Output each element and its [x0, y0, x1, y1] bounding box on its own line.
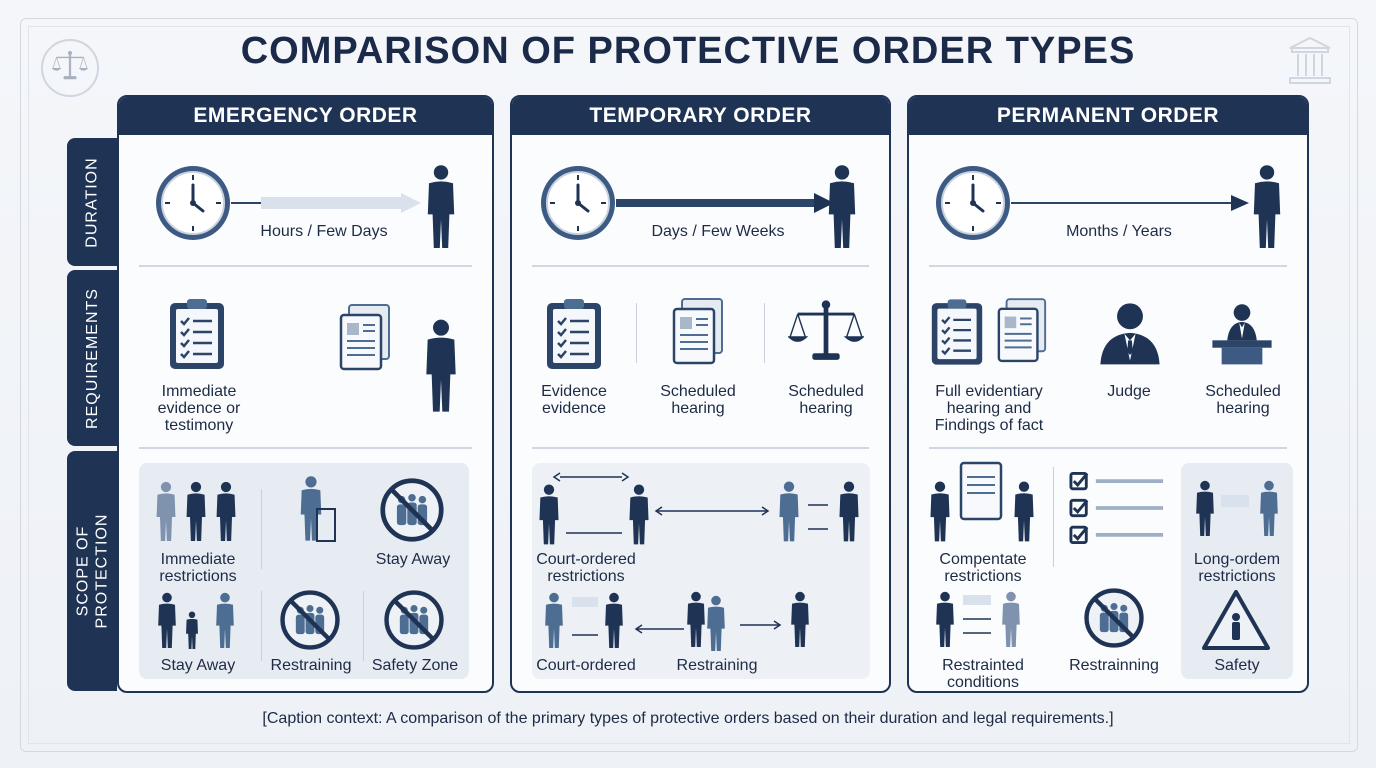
- scope-text-safety-zone: Safety Zone: [371, 657, 459, 674]
- checklist-clipboard-icon: [930, 298, 984, 366]
- divider: [261, 489, 262, 569]
- document-icon: [339, 303, 391, 371]
- courthouse-column-icon: [1289, 36, 1331, 84]
- no-sign-icon: [1083, 587, 1145, 649]
- divider: [929, 447, 1287, 449]
- divider: [764, 303, 765, 363]
- document-icon: [997, 297, 1047, 363]
- scales-of-justice-icon: [788, 299, 864, 361]
- scope-text-compentate-restrictions: Compentate restrictions: [939, 551, 1027, 585]
- clock-icon: [934, 164, 1012, 242]
- people-separated-icon: [539, 472, 649, 545]
- outer-frame: [20, 18, 1358, 752]
- temporary-order-panel: TEMPORARY ORDER Days / Few Weeks Evidenc…: [510, 95, 891, 693]
- podium-icon: [1212, 304, 1272, 365]
- person-reading-icon: [427, 165, 455, 248]
- duration-arrow: [1011, 195, 1249, 211]
- people-court-icon: [545, 592, 623, 648]
- permanent-order-panel: PERMANENT ORDER Months / Years Full evid…: [907, 95, 1309, 693]
- duration-arrow: [231, 193, 421, 213]
- permanent-order-header: PERMANENT ORDER: [909, 97, 1307, 135]
- requirement-text-evidence: Evidence evidence: [541, 383, 607, 417]
- divider: [139, 265, 472, 267]
- person-with-document-icon: [426, 319, 456, 412]
- requirement-text-scheduled-hearing-2: Scheduled hearing: [788, 383, 864, 417]
- scope-text-court-ordered: Court-ordered: [536, 657, 636, 674]
- judge-icon: [1100, 303, 1160, 365]
- scope-background: [532, 463, 870, 679]
- warning-triangle-icon: [1202, 590, 1270, 650]
- people-with-child-icon: [158, 592, 234, 649]
- page-title: COMPARISON OF PROTECTIVE ORDER TYPES: [240, 30, 1136, 72]
- people-with-document-icon: [930, 461, 1034, 542]
- scope-text-restrainning: Restrainning: [1069, 657, 1159, 674]
- divider: [636, 303, 637, 363]
- divider: [1053, 467, 1054, 567]
- inner-frame: [28, 26, 1350, 744]
- temporary-order-header: TEMPORARY ORDER: [512, 97, 889, 135]
- scope-text-court-ordered-restrictions: Court-ordered restrictions: [536, 551, 636, 585]
- row-label-requirements: REQUIREMENTS: [67, 270, 117, 446]
- divider: [261, 591, 262, 661]
- checklist-clipboard-icon: [168, 297, 226, 371]
- scope-text-restraining: Restraining: [676, 657, 758, 674]
- person-with-folder-icon: [828, 165, 856, 248]
- emergency-order-panel: EMERGENCY ORDER Hours / Few Days Immedia…: [117, 95, 494, 693]
- scope-text-stay-away: Stay Away: [375, 551, 451, 568]
- clock-icon: [539, 164, 617, 242]
- caption: [Caption context: A comparison of the pr…: [262, 710, 1114, 727]
- no-restraining-sign-icon: [279, 589, 341, 651]
- person-pair-icon: [779, 481, 859, 542]
- scope-text-long-ordem-restrictions: Long-ordem restrictions: [1193, 551, 1281, 585]
- duration-text: Months / Years: [1066, 223, 1172, 240]
- people-distance-icon: [1196, 480, 1278, 536]
- scope-text-safety: Safety: [1214, 657, 1260, 674]
- people-conditions-icon: [936, 591, 1020, 647]
- scope-text-restraining: Restraining: [270, 657, 352, 674]
- divider: [929, 265, 1287, 267]
- requirement-text-judge: Judge: [1107, 383, 1151, 400]
- duration-text: Days / Few Weeks: [651, 223, 785, 240]
- group-people-icon: [156, 481, 236, 541]
- requirement-text-scheduled-hearing: Scheduled hearing: [1205, 383, 1281, 417]
- checklist-clipboard-icon: [545, 297, 603, 371]
- requirement-text-scheduled-hearing: Scheduled hearing: [660, 383, 736, 417]
- divider: [532, 447, 869, 449]
- divider: [532, 265, 869, 267]
- divider: [139, 447, 472, 449]
- document-icon: [672, 297, 724, 365]
- person-with-walker-icon: [300, 476, 336, 542]
- no-group-sign-icon: [379, 477, 445, 543]
- scales-of-justice-icon: [41, 39, 99, 97]
- requirement-text: Immediate evidence or testimony: [157, 383, 241, 434]
- emergency-order-header: EMERGENCY ORDER: [119, 97, 492, 135]
- divider: [363, 591, 364, 661]
- person-presenting-icon: [1253, 165, 1281, 248]
- checklist-icon: [1069, 471, 1165, 545]
- people-restraining-icon: [687, 591, 809, 651]
- duration-arrow: [616, 193, 834, 213]
- distance-arrow: [654, 506, 770, 516]
- safety-zone-sign-icon: [383, 589, 445, 651]
- duration-text: Hours / Few Days: [260, 223, 388, 240]
- scope-text-restrainted-conditions: Restrainted conditions: [942, 657, 1024, 691]
- clock-icon: [154, 164, 232, 242]
- scope-text-stay-away-2: Stay Away: [160, 657, 236, 674]
- scope-text-immediate-restrictions: Immediate restrictions: [159, 551, 237, 585]
- requirement-text-full-evidentiary: Full evidentiary hearing and Findings of…: [934, 383, 1044, 434]
- row-label-duration: DURATION: [67, 138, 117, 266]
- restraining-arrow: [634, 624, 684, 634]
